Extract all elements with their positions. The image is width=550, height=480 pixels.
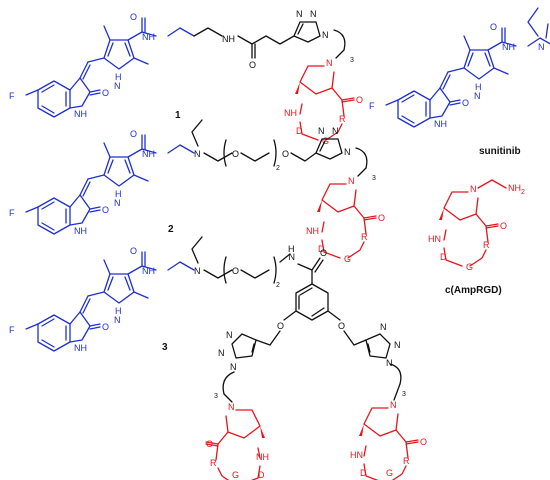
pyrrole-n: N	[114, 81, 121, 91]
triazole-n2: N	[332, 126, 339, 136]
left-triazole-n2: N	[218, 348, 225, 358]
left-rgd-g: G	[232, 470, 239, 480]
lactam-oxygen: O	[102, 205, 109, 215]
lactam-nh: NH	[74, 343, 87, 353]
rgd-nh: NH	[284, 108, 297, 118]
amprgd-structure: N NH2 O HN D G R c(AmpRGD)	[428, 179, 525, 296]
right-rgd-hn: HN	[350, 450, 363, 460]
triazole-n3: N	[344, 147, 351, 157]
pyrrole-h: H	[115, 189, 122, 199]
pyrrole-n: N	[474, 91, 481, 101]
repeat-count: 3	[350, 57, 354, 64]
lactam-nh: NH	[434, 119, 447, 129]
pyrrolidine-n: N	[348, 176, 355, 186]
lactam-oxygen: O	[462, 98, 469, 108]
triazole-n1: N	[296, 9, 303, 19]
compound-1-label: 1	[175, 110, 181, 121]
primary-amine: NH2	[508, 183, 525, 196]
triazole-n3: N	[322, 30, 329, 40]
sunitinib-label: sunitinib	[479, 146, 521, 157]
amide-oxygen: O	[130, 12, 137, 22]
amide-oxygen: O	[130, 129, 137, 139]
fluorine-atom: F	[9, 91, 15, 101]
linker-carbonyl-oxygen: O	[249, 60, 256, 70]
right-rgd-carbonyl-oxygen: O	[420, 437, 427, 447]
right-repeat-count: 3	[402, 391, 406, 398]
linker-nh: NH	[222, 34, 235, 44]
triazole-n1: N	[318, 126, 325, 136]
compound-2-label: 2	[168, 224, 174, 235]
rgd-d: D	[318, 244, 325, 254]
peg-repeat: 2	[276, 282, 280, 289]
right-triazole-n3: N	[386, 358, 393, 368]
triazole-n2: N	[310, 9, 317, 19]
compound-2-structure: F O NH O NH H N N O 2 O N N N 3 N O NH D…	[9, 119, 385, 264]
peg-repeat: 2	[276, 165, 280, 172]
rgd-r: R	[361, 232, 368, 242]
fluorine-atom: F	[9, 325, 15, 335]
rgd-r: R	[483, 240, 490, 250]
rgd-d: D	[440, 252, 447, 262]
rgd-g: G	[344, 254, 351, 264]
left-triazole-n3: N	[230, 362, 237, 372]
rgd-nh: NH	[306, 226, 319, 236]
right-triazole-n1: N	[380, 322, 387, 332]
pyrrole-h: H	[115, 72, 122, 82]
compound-1-structure: F O NH O NH H N NH O N N N 3 N O NH D G …	[9, 9, 363, 146]
fluorine-atom: F	[369, 101, 375, 111]
tertiary-amine-n: N	[194, 266, 201, 276]
lactam-oxygen: O	[102, 88, 109, 98]
amide-nh: NH	[142, 266, 155, 276]
rgd-carbonyl-oxygen: O	[356, 95, 363, 105]
left-pyrrolidine-n: N	[228, 402, 235, 412]
repeat-count: 3	[372, 175, 376, 182]
amide-nh: NH	[142, 149, 155, 159]
amide-nh: NH	[142, 32, 155, 42]
left-rgd-r: R	[210, 458, 217, 468]
amide-oxygen: O	[490, 22, 497, 32]
compound-3-label: 3	[162, 342, 168, 353]
pyrrole-n: N	[114, 315, 121, 325]
rgd-carbonyl-oxygen: O	[378, 213, 385, 223]
pyrrolidine-n: N	[326, 58, 333, 68]
peg-oxygen-1: O	[232, 149, 239, 159]
right-pyrrolidine-n: N	[390, 400, 397, 410]
ether-oxygen-right: O	[338, 321, 345, 331]
diethylamine-n: N	[538, 42, 545, 52]
pyrrole-h: H	[475, 82, 482, 92]
right-rgd-d: D	[360, 468, 367, 478]
left-rgd-nh: NH	[256, 452, 269, 462]
fluorine-atom: F	[9, 208, 15, 218]
tertiary-amine-n: N	[194, 149, 201, 159]
rgd-carbonyl-oxygen: O	[500, 221, 507, 231]
left-rgd-d: D	[258, 470, 265, 480]
pyrrolidine-n: N	[470, 184, 477, 194]
amprgd-label: c(AmpRGD)	[445, 285, 502, 296]
rgd-g: G	[466, 262, 473, 272]
sunitinib-structure: F O NH O NH H N N sunitinib	[369, 7, 550, 157]
lactam-nh: NH	[74, 109, 87, 119]
rgd-hn: HN	[428, 234, 441, 244]
pyrrole-h: H	[115, 306, 122, 316]
rgd-d: D	[296, 126, 303, 136]
ether-oxygen-left: O	[277, 321, 284, 331]
lactam-nh: NH	[74, 226, 87, 236]
pyrrole-n: N	[114, 198, 121, 208]
amide-oxygen: O	[130, 246, 137, 256]
lactam-oxygen: O	[102, 322, 109, 332]
left-triazole-n1: N	[226, 330, 233, 340]
right-rgd-r: R	[403, 456, 410, 466]
peg-oxygen-1: O	[232, 266, 239, 276]
peg-oxygen-2: O	[282, 149, 289, 159]
right-triazole-n2: N	[394, 340, 401, 350]
left-rgd-carbonyl-oxygen: O	[206, 439, 213, 449]
benzamide-oxygen: O	[320, 248, 327, 258]
right-rgd-g: G	[386, 468, 393, 478]
rgd-r: R	[339, 114, 346, 124]
left-repeat-count: 3	[214, 393, 218, 400]
amide-nh: NH	[502, 42, 515, 52]
